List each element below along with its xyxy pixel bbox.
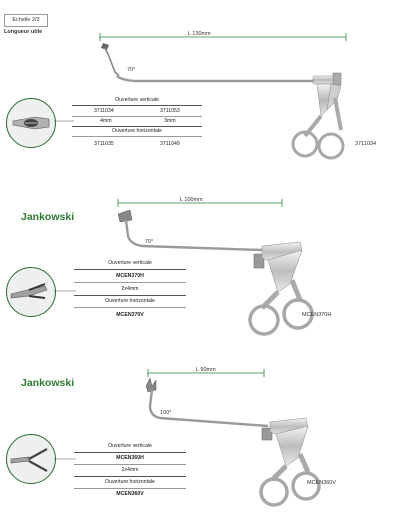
horizontal-code-b: 3711049 xyxy=(160,141,180,147)
vertical-opening-label: Ouverture verticale xyxy=(115,97,159,103)
vertical-opening-label: Ouverture verticale xyxy=(108,443,152,449)
length-label-3: L 90mm xyxy=(196,367,216,373)
length-dimension-2 xyxy=(117,199,283,207)
reference-table-3: Ouverture verticale MCEN360H 2x4mm Ouver… xyxy=(74,443,186,501)
tip-detail-lens-3 xyxy=(6,434,56,484)
forceps-tip-icon xyxy=(10,283,48,299)
horizontal-code: MCEN370V xyxy=(116,312,144,318)
horizontal-opening-label: Ouverture horizontale xyxy=(112,128,162,134)
instrument-code-3: MCEN360V xyxy=(307,480,337,486)
forceps-tip-icon xyxy=(12,116,50,130)
size-value: 2x4mm xyxy=(121,467,139,473)
angle-label-2: 70° xyxy=(145,239,154,245)
size-b: 3mm xyxy=(164,118,176,124)
horizontal-opening-label: Ouverture horizontale xyxy=(105,298,155,304)
forceps-tip-icon xyxy=(10,448,48,472)
length-label-1: L 130mm xyxy=(188,31,211,37)
lens-connector-1 xyxy=(54,120,74,122)
length-label-2: L 100mm xyxy=(180,197,203,203)
instrument-drawing-1 xyxy=(101,43,345,160)
scale-label: Echelle 2/3 xyxy=(4,14,48,27)
instrument-drawing-3 xyxy=(145,377,321,507)
instrument-code-1: 3711034 xyxy=(355,141,377,147)
vertical-code-a: 3711034 xyxy=(94,108,114,114)
size-a: 4mm xyxy=(100,118,112,124)
horizontal-code: MCEN360V xyxy=(116,491,144,497)
tip-detail-lens-1 xyxy=(6,98,56,148)
vertical-code: MCEN360H xyxy=(116,455,144,461)
vertical-code-b: 3711053 xyxy=(160,108,180,114)
length-dimension-1 xyxy=(99,33,347,41)
angle-label-3: 100° xyxy=(160,410,172,416)
lens-connector-2 xyxy=(54,290,76,292)
horizontal-opening-label: Ouverture horizontale xyxy=(105,479,155,485)
reference-table-2: Ouverture verticale MCEN370H 2x4mm Ouver… xyxy=(74,260,186,320)
vertical-code: MCEN370H xyxy=(116,273,144,279)
brand-name-2: Jankowski xyxy=(21,211,75,223)
vertical-opening-label: Ouverture verticale xyxy=(108,260,152,266)
instrument-drawing-2 xyxy=(117,209,314,336)
usable-length-label: Longueur utile xyxy=(4,29,43,35)
angle-label-1: 70° xyxy=(127,67,136,73)
brand-name-3: Jankowski xyxy=(21,377,75,389)
instrument-code-2: MCEN370H xyxy=(302,312,332,318)
size-value: 2x4mm xyxy=(121,286,139,292)
length-dimension-3 xyxy=(147,369,265,377)
reference-table-1: Ouverture verticale 3711034 3711053 4mm … xyxy=(72,97,202,151)
tip-detail-lens-2 xyxy=(6,267,56,317)
horizontal-code-a: 3711035 xyxy=(94,141,114,147)
lens-connector-3 xyxy=(54,458,76,460)
